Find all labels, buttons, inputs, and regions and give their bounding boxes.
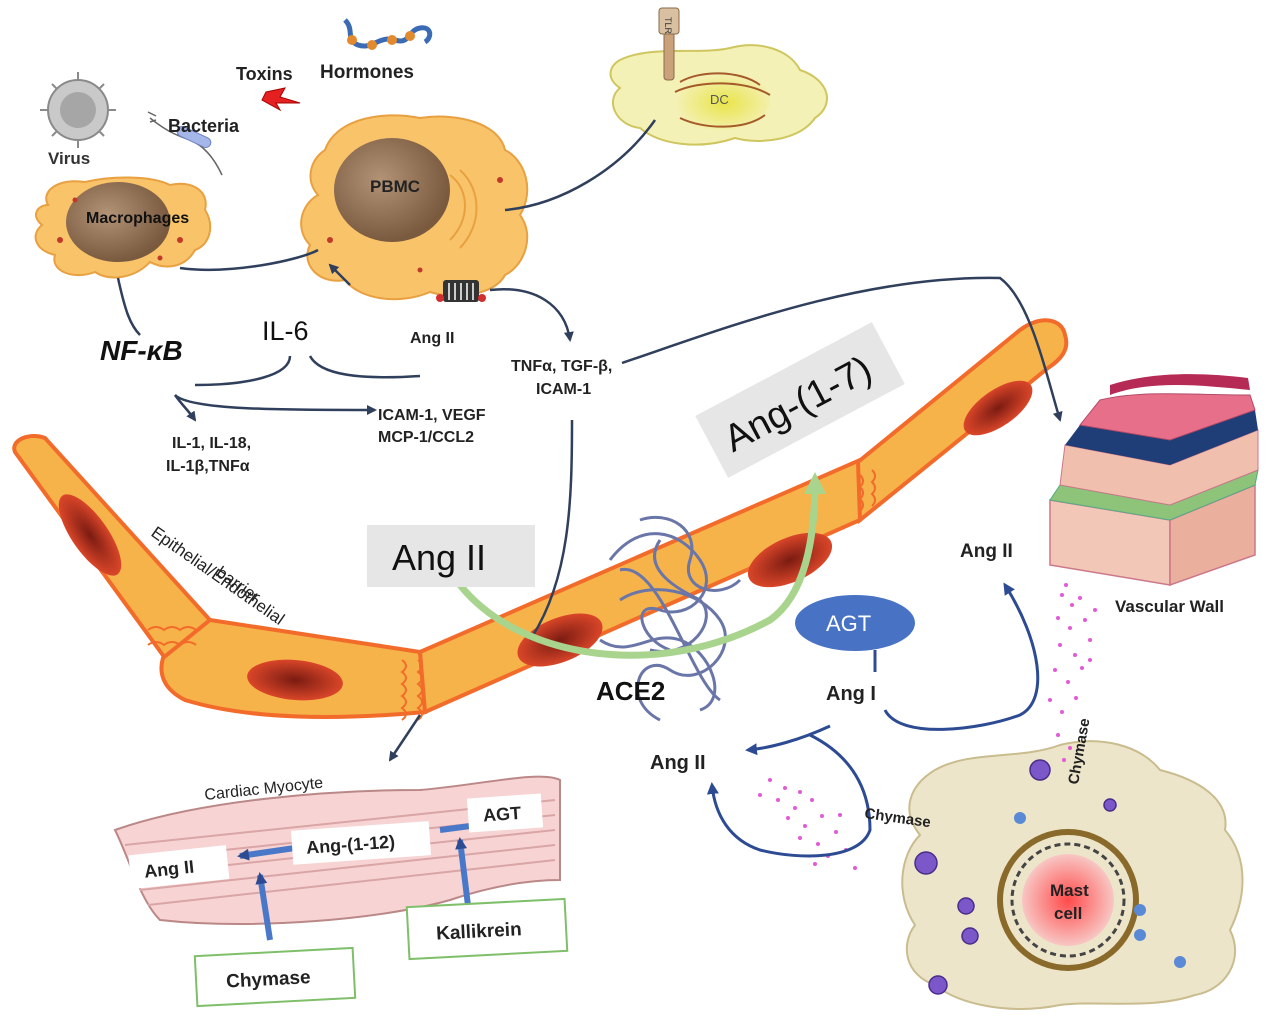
ang2-receptor-icon: [436, 280, 486, 302]
mast-cell-label-line2: cell: [1054, 904, 1082, 923]
bacteria-icon: [147, 111, 223, 176]
agt-ellipse: [795, 595, 915, 651]
ang1-label: Ang I: [826, 683, 876, 705]
raas-arrows: [706, 582, 1040, 858]
pbmc-cell: [300, 114, 529, 301]
ang2-receptor-label: Ang II: [410, 330, 454, 347]
virus-icon: [40, 72, 116, 148]
tnf-label-line2: ICAM-1: [536, 381, 591, 398]
vascular-wall-icon: [1049, 374, 1259, 587]
dendritic-cell: [609, 7, 828, 146]
myocyte-ang112-box: Ang-(1-12): [290, 821, 432, 865]
ang2-barrier-label: Ang II: [392, 537, 486, 578]
ang2-raas-label: Ang II: [650, 752, 706, 774]
hormone-chain-icon: [343, 18, 433, 50]
pathway-arrows: [116, 119, 1063, 762]
chymase-dots-vascular: [1048, 583, 1097, 762]
virus-label: Virus: [48, 149, 90, 168]
toxins-label: Toxins: [236, 64, 293, 84]
myocyte-ang2-box: Ang II: [128, 845, 230, 890]
chymase-box-label: Chymase: [226, 967, 311, 992]
ace2-label: ACE2: [596, 676, 665, 706]
myocyte-agt-label: AGT: [482, 803, 521, 826]
kallikrein-box-label: Kallikrein: [436, 919, 523, 944]
toxin-bolt-icon: [261, 87, 301, 112]
mast-cell: [901, 740, 1244, 1010]
tnf-label-line1: TNFα, TGF-β,: [511, 358, 612, 375]
icam-label-line2: MCP-1/CCL2: [378, 429, 474, 446]
il-label-line1: IL-1, IL-18,: [172, 435, 251, 452]
ang2-barrier-box: [367, 525, 535, 587]
myocyte-agt-box: AGT: [466, 793, 544, 833]
ace2-conversion-arrow: [457, 472, 826, 659]
il-label-line2: IL-1β,TNFα: [166, 458, 250, 475]
agt-label: AGT: [826, 611, 871, 636]
pbmc-label: PBMC: [370, 177, 420, 196]
icam-label-line1: ICAM-1, VEGF: [378, 407, 486, 424]
vascular-ang2-label: Ang II: [960, 541, 1013, 562]
mast-cell-label-line1: Mast: [1050, 881, 1089, 900]
kallikrein-box: [405, 897, 569, 961]
macrophage-cell: [34, 176, 212, 279]
il6-label: IL-6: [262, 316, 309, 346]
dc-label: DC: [710, 92, 729, 107]
ace2-protein-icon: [599, 515, 742, 722]
macrophages-label: Macrophages: [86, 210, 189, 227]
nfkb-label: NF-κB: [100, 335, 183, 366]
vascular-wall-label: Vascular Wall: [1115, 597, 1224, 616]
epithelial-barrier: [12, 318, 1069, 721]
bacteria-label: Bacteria: [168, 116, 240, 136]
tlr-label: TLR: [663, 17, 673, 35]
chymase-box: [193, 946, 357, 1008]
hormones-label: Hormones: [320, 62, 414, 83]
